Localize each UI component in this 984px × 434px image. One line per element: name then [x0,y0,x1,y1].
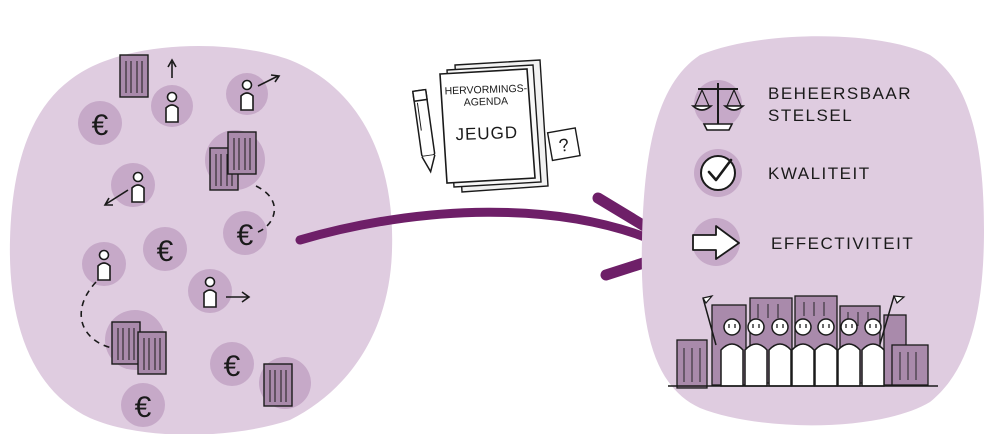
person-icon [745,319,767,386]
svg-text:€: € [224,350,241,383]
building-icon [205,130,265,190]
euro-icon: € [223,211,267,255]
outcome-label-stelsel: STELSEL [768,106,853,125]
reform-agenda-document: HERVORMINGS- AGENDA JEUGD ? [413,60,580,192]
person-icon [815,319,837,386]
person-icon [769,319,791,386]
person-icon [721,319,743,386]
euro-icon: € [143,227,187,271]
document-subject: JEUGD [455,123,518,144]
outcome-label-kwaliteit: KWALITEIT [768,164,871,183]
svg-text:€: € [92,109,109,142]
svg-text:€: € [237,219,254,252]
person-icon [838,319,860,386]
pen-icon [413,90,437,173]
euro-icon: € [78,101,122,145]
outcome-label-effectiviteit: EFFECTIVITEIT [771,234,914,253]
question-note-icon: ? [548,128,580,160]
arrow-right-icon [692,218,740,266]
building-icon [120,55,148,97]
person-icon [792,319,814,386]
document-title-line2: AGENDA [464,95,509,109]
svg-text:€: € [157,235,174,268]
outcome-label-beheersbaar: BEHEERSBAAR [768,84,912,103]
current-situation-blob [10,46,392,434]
building-icon [105,310,166,374]
checkmark-icon [694,149,742,197]
person-icon [82,242,126,286]
person-icon [862,319,884,386]
svg-text:€: € [135,391,152,424]
building-icon [259,357,311,409]
euro-icon: € [210,342,254,386]
euro-icon: € [121,383,165,427]
